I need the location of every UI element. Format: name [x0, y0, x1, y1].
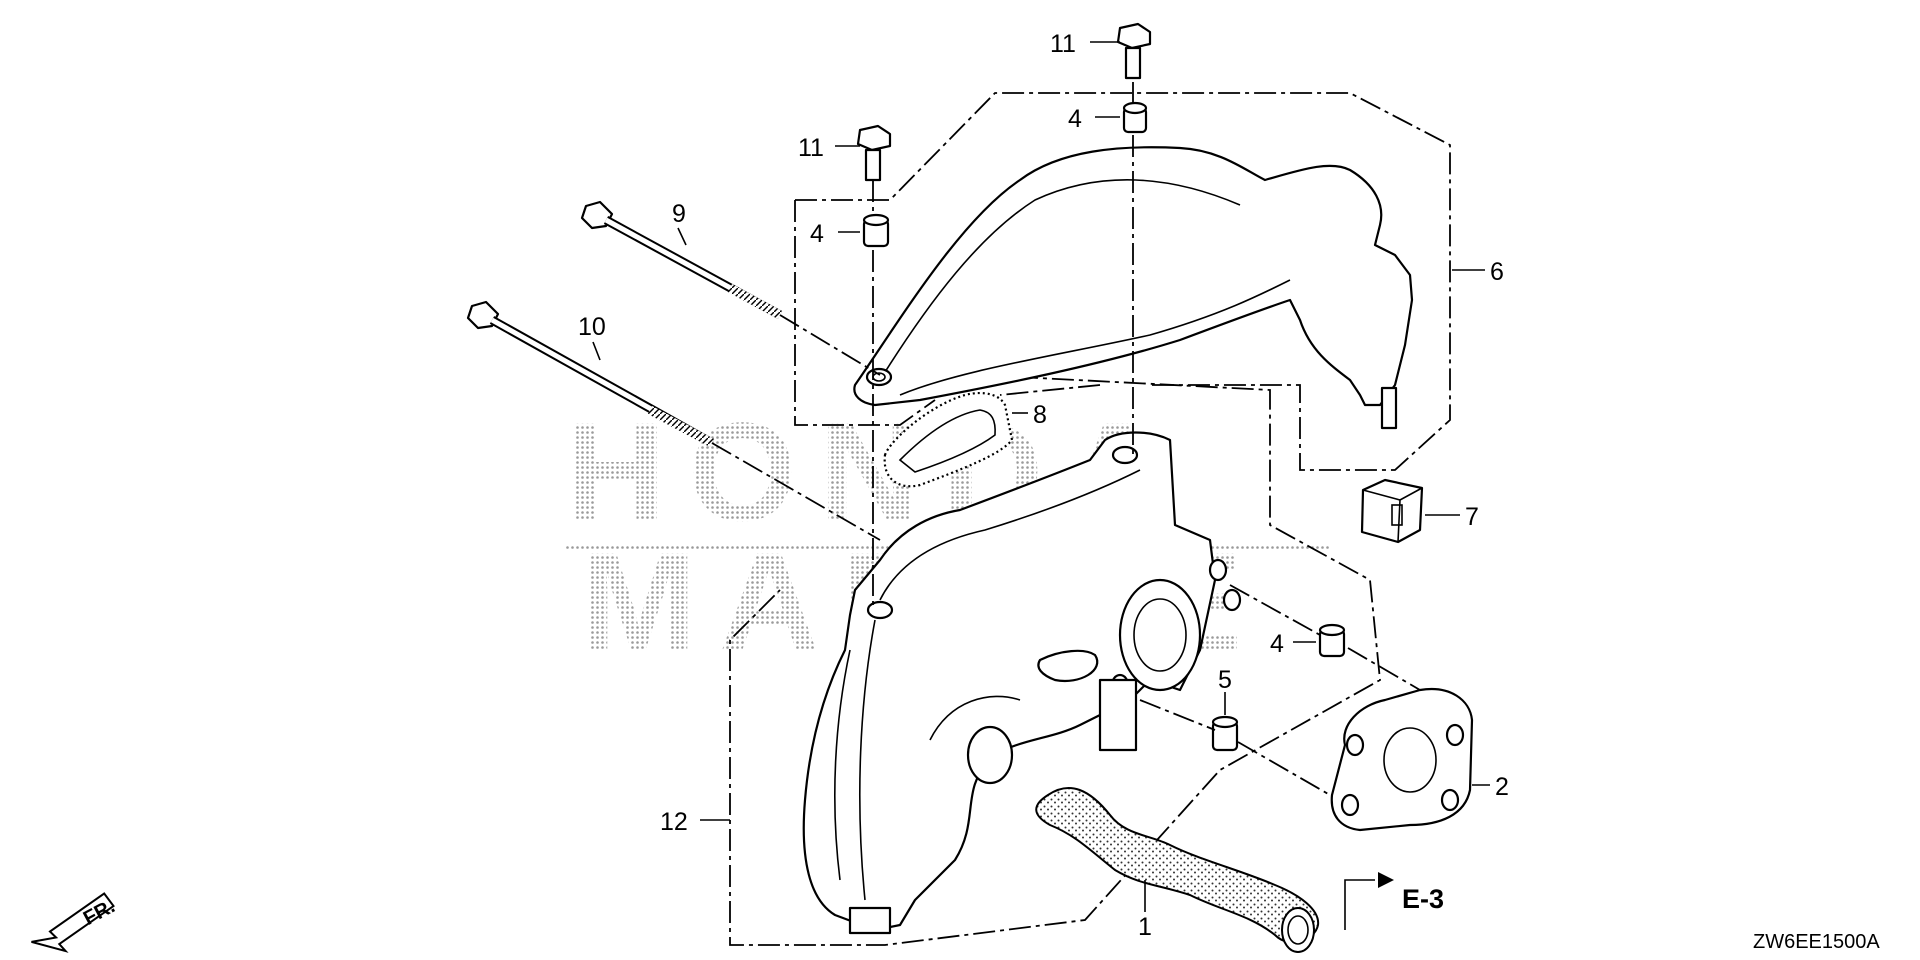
part-1-tube [1035, 786, 1320, 953]
part-4-collar-top [1122, 101, 1148, 134]
callout-11-top: 11 [1050, 30, 1076, 58]
callout-12: 12 [660, 808, 688, 836]
front-indicator: FR. [31, 892, 119, 953]
callout-2: 2 [1495, 773, 1509, 801]
part-11-bolt-top [1116, 22, 1152, 80]
callout-10: 10 [578, 313, 606, 341]
section-reference[interactable]: E-3 [1402, 884, 1444, 914]
callout-11-left: 11 [798, 134, 824, 162]
part-8-gasket [883, 391, 1014, 488]
part-12-case [802, 431, 1242, 935]
part-9-bolt [580, 200, 783, 319]
part-4-collar-right [1318, 623, 1346, 658]
diagram-code: ZW6EE1500A [1753, 931, 1880, 953]
assembly-outline-top [794, 92, 1451, 471]
callout-6: 6 [1490, 258, 1504, 286]
part-7-block [1360, 478, 1424, 544]
callouts: 11 4 11 4 9 10 6 8 7 4 5 2 12 1 [578, 30, 1509, 941]
assembly-outline-bottom [729, 374, 1381, 946]
alignment-lines [711, 82, 1421, 796]
callout-9: 9 [672, 200, 686, 228]
part-5-collar [1211, 715, 1239, 752]
callout-8: 8 [1033, 401, 1047, 429]
callout-4-right: 4 [1270, 630, 1284, 658]
leader-lines [592, 41, 1490, 930]
part-4-collar-left [862, 213, 890, 248]
part-11-bolt-left [856, 124, 892, 182]
part-6-cover [853, 146, 1414, 430]
callout-4-top: 4 [1068, 105, 1082, 133]
callout-1: 1 [1138, 913, 1152, 941]
callout-7: 7 [1465, 503, 1479, 531]
part-10-bolt [466, 300, 715, 447]
callout-5: 5 [1218, 666, 1232, 694]
callout-4-left: 4 [810, 220, 824, 248]
part-2-gasket [1330, 687, 1474, 832]
